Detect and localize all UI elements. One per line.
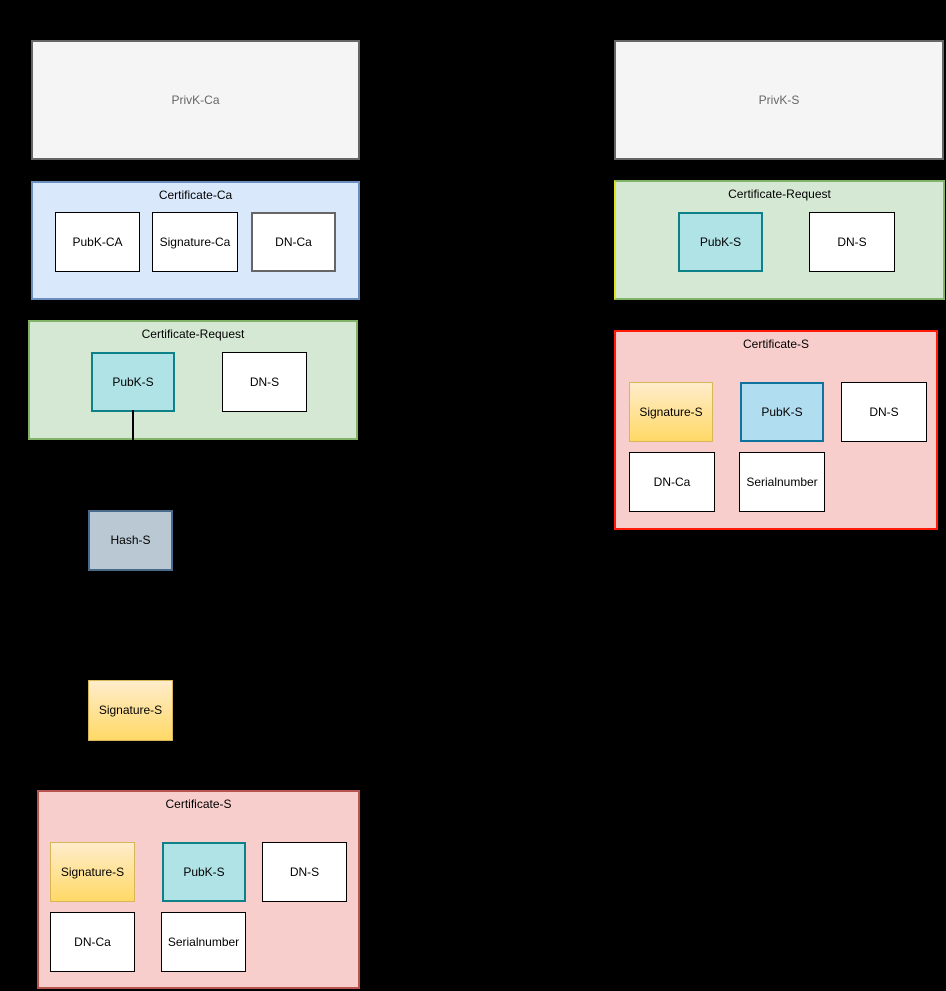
pubk-s-in-cert-left-node: PubK-S <box>162 842 246 902</box>
pubk-s-request-right-node: PubK-S <box>678 212 763 272</box>
pubk-s-request-left-node: PubK-S <box>91 352 175 412</box>
certificate-request-right-container: Certificate-Request PubK-S DN-S <box>614 180 945 300</box>
certificate-s-right-title: Certificate-S <box>742 337 810 351</box>
certificate-s-left-container: Certificate-S Signature-S PubK-S DN-S DN… <box>37 790 360 989</box>
signature-s-node: Signature-S <box>88 680 173 741</box>
pubk-ca-node: PubK-CA <box>55 212 140 272</box>
hash-s-node: Hash-S <box>88 510 173 571</box>
pubk-s-in-cert-right-node: PubK-S <box>740 382 824 442</box>
certificate-request-right-title: Certificate-Request <box>728 187 831 201</box>
dn-s-request-left-node: DN-S <box>222 352 307 412</box>
dn-ca-in-cert-left-node: DN-Ca <box>50 912 135 972</box>
certificate-ca-container: Certificate-Ca PubK-CA Signature-Ca DN-C… <box>31 181 360 300</box>
dn-ca-in-cert-right-node: DN-Ca <box>629 452 715 512</box>
serialnumber-in-cert-right-node: Serialnumber <box>739 452 825 512</box>
certificate-s-left-title: Certificate-S <box>165 797 232 811</box>
certificate-ca-title: Certificate-Ca <box>158 188 233 202</box>
signature-s-in-cert-left-node: Signature-S <box>50 842 135 902</box>
certificate-s-right-container: Certificate-S Signature-S PubK-S DN-S DN… <box>614 330 938 530</box>
signature-ca-node: Signature-Ca <box>152 212 238 272</box>
serialnumber-in-cert-left-node: Serialnumber <box>161 912 246 972</box>
dn-s-in-cert-left-node: DN-S <box>262 842 347 902</box>
privk-ca-node: PrivK-Ca <box>31 40 360 160</box>
certificate-request-left-container: Certificate-Request PubK-S DN-S <box>28 320 358 440</box>
dn-s-request-right-node: DN-S <box>809 212 895 272</box>
certificate-request-left-title: Certificate-Request <box>141 327 245 341</box>
privk-s-node: PrivK-S <box>614 40 944 160</box>
signature-s-in-cert-right-node: Signature-S <box>629 382 713 442</box>
dn-s-in-cert-right-node: DN-S <box>841 382 927 442</box>
pubk-s-to-hash-connector <box>132 410 134 442</box>
dn-ca-node: DN-Ca <box>251 212 336 272</box>
